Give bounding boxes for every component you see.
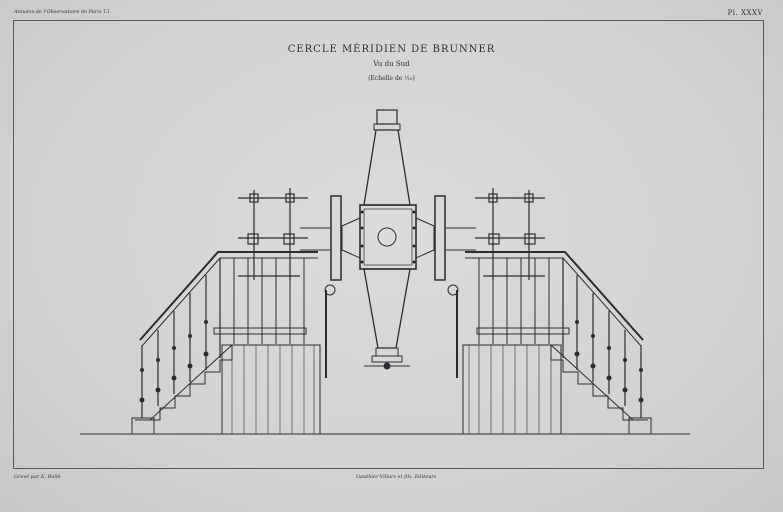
publisher-credit: Gauthier-Villars et fils, Editeurs <box>356 474 437 480</box>
plate-scale: (Echelle de ¹⁄₁₀) <box>368 75 415 82</box>
telescope <box>300 109 476 370</box>
right-staircase <box>447 188 652 435</box>
plate-frame <box>13 20 764 469</box>
plate-title: CERCLE MÉRIDIEN DE BRUNNER <box>287 44 496 55</box>
plate-number: Pl. XXXV <box>727 9 763 17</box>
plate-view: Vu du Sud <box>373 60 410 68</box>
engraver-credit: Gravé par E. Bollé <box>14 474 61 480</box>
left-staircase <box>131 188 336 435</box>
plate-series-note: Annales de l'Observatoire de Paris T.I. <box>14 9 111 15</box>
